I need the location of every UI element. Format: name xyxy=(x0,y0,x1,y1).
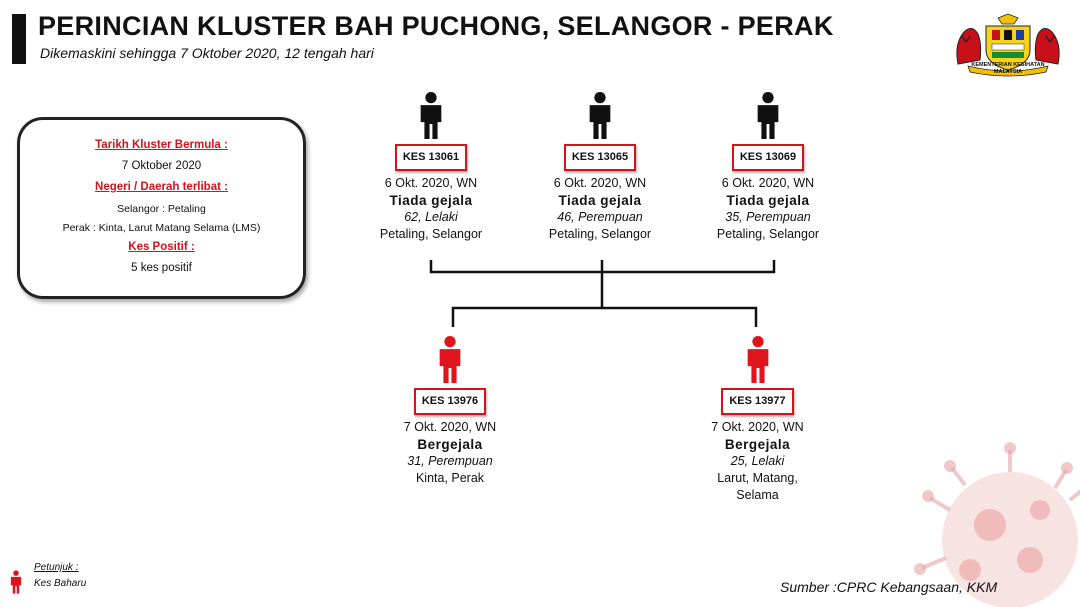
case-node: KES 13069 6 Okt. 2020, WN Tiada gejala 35, … xyxy=(688,92,848,243)
case-date: 6 Okt. 2020, WN xyxy=(721,176,815,190)
person-icon xyxy=(757,92,779,139)
case-id-badge: KES 13061 xyxy=(394,144,468,171)
case-symptom: Tiada gejala xyxy=(389,193,473,208)
case-symptom: Bergejala xyxy=(724,437,791,452)
title-accent-bar xyxy=(12,14,26,64)
case-id-badge: KES 13977 xyxy=(721,388,794,415)
case-demographic: 31, Perempuan xyxy=(407,454,493,468)
person-icon xyxy=(747,336,768,383)
start-date-value: 7 Oktober 2020 xyxy=(121,160,202,172)
region-perak: Perak : Kinta, Larut Matang Selama (LMS) xyxy=(62,222,261,234)
case-symptom: Tiada gejala xyxy=(726,193,810,208)
case-location: Kinta, Perak xyxy=(415,471,485,485)
case-id-badge: KES 13976 xyxy=(413,388,487,415)
case-demographic: 25, Lelaki xyxy=(730,454,785,468)
case-node: KES 13976 7 Okt. 2020, WN Bergejala 31, Per… xyxy=(370,336,530,487)
person-icon xyxy=(589,92,611,139)
case-location: Petaling, Selangor xyxy=(716,227,820,241)
case-date: 7 Okt. 2020, WN xyxy=(711,420,804,434)
page-title: PERINCIAN KLUSTER BAH PUCHONG, SELANGOR … xyxy=(38,11,834,41)
case-demographic: 46, Perempuan xyxy=(557,210,643,224)
case-location: Petaling, Selangor xyxy=(548,227,652,241)
coronavirus-watermark-icon xyxy=(914,442,1080,607)
region-label: Negeri / Daerah terlibat : xyxy=(95,181,228,193)
case-node: KES 13061 6 Okt. 2020, WN Tiada gejala 62, … xyxy=(351,92,511,243)
new-case-person-icon xyxy=(10,570,22,594)
source-text: Sumber :CPRC Kebangsaan, KKM xyxy=(780,579,998,595)
cluster-info-box: Tarikh Kluster Bermula : 7 Oktober 2020 … xyxy=(17,117,306,299)
case-date: 7 Okt. 2020, WN xyxy=(403,420,497,434)
case-location: Petaling, Selangor xyxy=(379,227,483,241)
ministry-logo-text: KEMENTERIAN KESIHATAN MALAYSIA xyxy=(940,62,1076,76)
coat-of-arms-icon xyxy=(956,13,1060,77)
legend-label: Kes Baharu xyxy=(34,578,87,589)
logo-text-line1: KEMENTERIAN KESIHATAN xyxy=(971,62,1045,68)
positive-cases-value: 5 kes positif xyxy=(131,262,192,274)
region-selangor: Selangor : Petaling xyxy=(117,203,206,215)
case-date: 6 Okt. 2020, WN xyxy=(384,176,478,190)
positive-cases-label: Kes Positif : xyxy=(128,241,195,253)
start-date-label: Tarikh Kluster Bermula : xyxy=(95,139,228,151)
page-subtitle: Dikemaskini sehingga 7 Oktober 2020, 12 … xyxy=(40,45,374,61)
legend-title: Petunjuk : xyxy=(34,562,79,573)
case-id-badge: KES 13069 xyxy=(731,144,805,171)
case-location: Larut, Matang, Selama xyxy=(717,471,798,502)
bottom-bracket-line xyxy=(451,306,758,327)
person-icon xyxy=(439,336,461,383)
logo-text-line2: MALAYSIA xyxy=(993,69,1023,75)
person-icon xyxy=(420,92,442,139)
case-node: KES 13065 6 Okt. 2020, WN Tiada gejala 46, … xyxy=(520,92,680,243)
case-demographic: 62, Lelaki xyxy=(404,210,458,224)
case-id-badge: KES 13065 xyxy=(563,144,637,171)
case-symptom: Bergejala xyxy=(417,437,483,452)
case-demographic: 35, Perempuan xyxy=(725,210,811,224)
case-node: KES 13977 7 Okt. 2020, WN Bergejala 25, Lel… xyxy=(675,336,840,504)
case-symptom: Tiada gejala xyxy=(558,193,642,208)
case-date: 6 Okt. 2020, WN xyxy=(553,176,647,190)
